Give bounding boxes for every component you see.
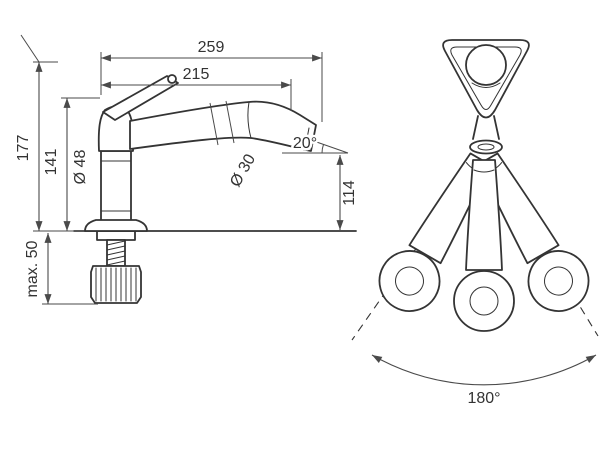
arm-joint-line: [473, 169, 495, 173]
handle-knob-top: [465, 44, 507, 86]
diameter-witness-line: [225, 100, 235, 144]
neck-line: [472, 115, 479, 140]
spout-position-center: [453, 159, 515, 332]
swivel-collar-inner: [477, 143, 495, 151]
spray-face: [469, 286, 499, 316]
dim-arc-swivel-range: [371, 354, 597, 386]
thread-hatching: [106, 240, 126, 266]
spout-position-right: [477, 152, 590, 312]
dim-text-swivel-range: 180°: [467, 390, 500, 407]
neck-line: [493, 115, 500, 140]
swivel-collar: [469, 139, 503, 155]
spray-head-top: [378, 250, 441, 312]
dim-text-spout-height: 141: [43, 149, 60, 176]
spray-head-junction-line: [247, 101, 252, 139]
dim-text-spout-reach: 215: [183, 66, 210, 83]
top-view: 180°: [351, 39, 599, 407]
spray-face: [395, 266, 424, 296]
angle-arc: [321, 144, 324, 154]
corner-leader-line: [20, 34, 40, 63]
dim-text-body-diameter: Ø 48: [72, 150, 89, 185]
base-flange: [84, 219, 148, 232]
aerator-line: [304, 127, 310, 150]
spray-face: [544, 266, 573, 296]
spout-and-spray-head: [129, 100, 317, 152]
diameter-witness-line: [209, 102, 219, 146]
dim-text-outlet-height: 114: [341, 180, 358, 206]
dim-text-max-mounting-thickness: max. 50: [24, 240, 41, 297]
dim-text-total-reach: 259: [198, 39, 225, 56]
handle-outline-inner: [450, 46, 522, 110]
side-view: 259 215 177 141 max. 50 Ø 48 Ø 30 20°: [15, 34, 358, 305]
dim-text-total-height: 177: [15, 135, 32, 162]
lever-knob: [167, 74, 177, 84]
spout-arm: [465, 159, 503, 271]
spray-head-top: [453, 270, 515, 332]
angle-line: [307, 138, 349, 154]
spray-head-top: [527, 250, 590, 312]
dim-text-spout-diameter: Ø 30: [227, 151, 259, 190]
spout-position-left: [378, 152, 491, 312]
handle-detail-arc: [471, 82, 501, 88]
nut-knurling: [95, 267, 137, 302]
mounting-washer: [96, 230, 136, 241]
dim-text-spray-angle: 20°: [293, 135, 317, 152]
